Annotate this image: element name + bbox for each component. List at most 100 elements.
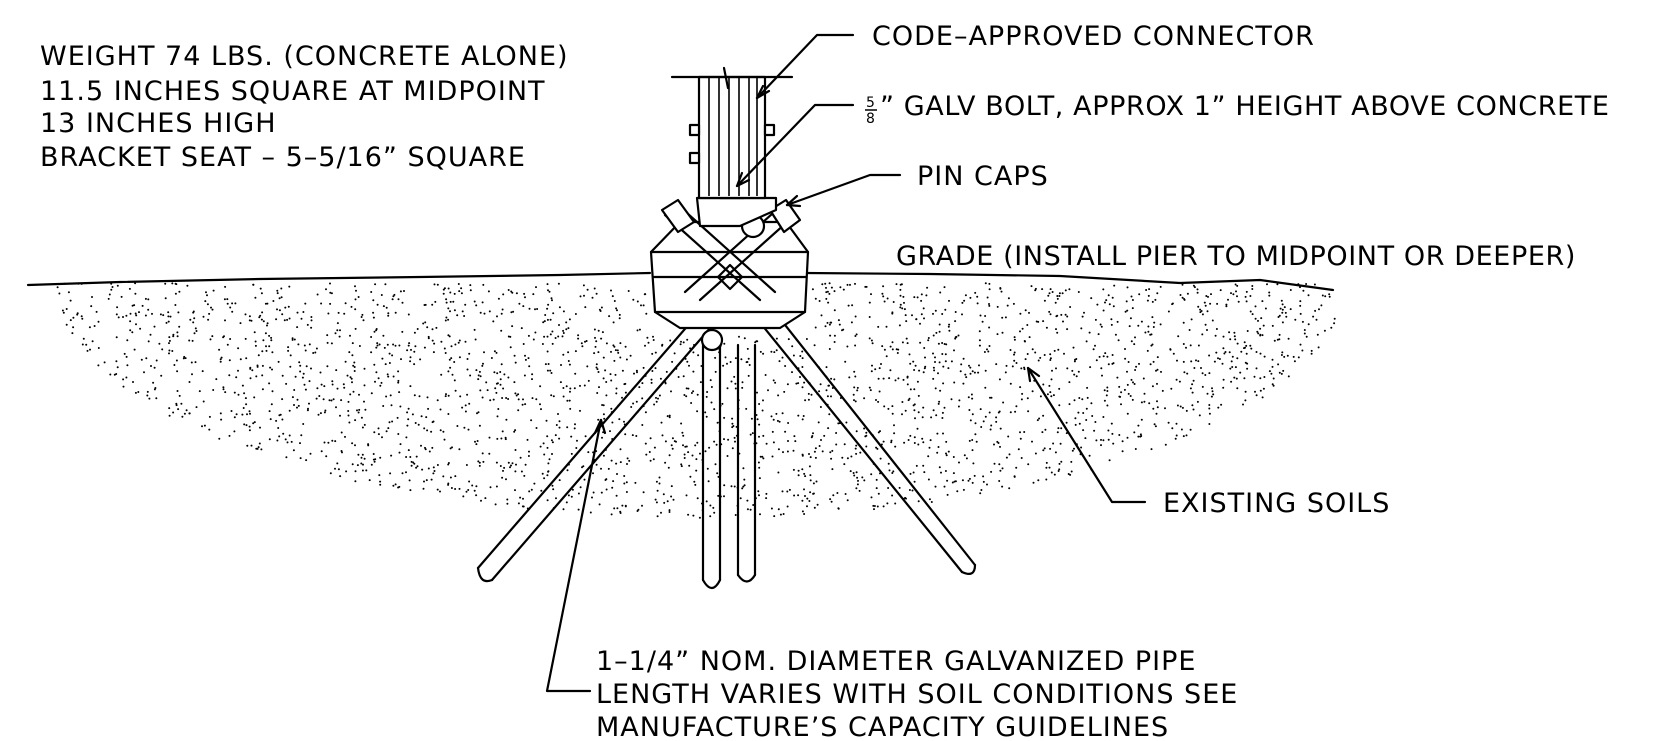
soil-dot <box>947 325 950 328</box>
soil-dot <box>1009 382 1012 385</box>
soil-dot <box>1234 338 1237 341</box>
soil-dot <box>97 364 100 367</box>
soil-dot <box>385 430 388 433</box>
soil-dot <box>623 383 626 386</box>
soil-dot <box>1303 332 1306 335</box>
soil-dot <box>1200 367 1202 369</box>
soil-dot <box>846 457 849 460</box>
soil-dot <box>731 447 734 450</box>
soil-dot <box>147 340 150 343</box>
soil-dot <box>937 446 940 448</box>
soil-dot <box>1006 304 1009 307</box>
soil-dot <box>224 391 227 394</box>
soil-dot <box>913 403 916 406</box>
soil-dot <box>1057 427 1060 430</box>
soil-dot <box>600 491 603 494</box>
soil-dot <box>1278 371 1281 374</box>
soil-dot <box>825 291 828 294</box>
soil-dot <box>897 348 900 351</box>
soil-dot <box>1124 357 1127 360</box>
soil-dot <box>943 343 946 345</box>
soil-dot <box>1045 461 1048 464</box>
soil-dot <box>579 384 581 387</box>
soil-dot <box>148 397 151 400</box>
soil-dot <box>248 425 251 428</box>
label-pin-caps: PIN CAPS <box>917 161 1049 192</box>
soil-dot <box>361 469 364 472</box>
soil-dot <box>289 365 292 368</box>
soil-dot <box>709 504 712 507</box>
soil-dot <box>908 397 911 400</box>
soil-dot <box>323 411 326 414</box>
soil-dot <box>1314 309 1317 312</box>
soil-dot <box>1063 352 1065 355</box>
soil-dot <box>824 282 827 285</box>
soil-dot <box>961 479 964 482</box>
soil-dot <box>1133 383 1136 385</box>
soil-dot <box>562 387 565 389</box>
soil-dot <box>473 300 476 303</box>
soil-dot <box>423 480 425 483</box>
soil-dot <box>923 347 926 349</box>
soil-dot <box>953 349 955 352</box>
soil-dot <box>856 483 859 486</box>
soil-dot <box>944 360 947 363</box>
soil-dot <box>907 439 910 441</box>
soil-dot <box>826 290 829 293</box>
soil-dot <box>1138 362 1140 365</box>
soil-dot <box>972 462 975 465</box>
soil-dot <box>870 496 873 499</box>
soil-dot <box>408 479 411 482</box>
soil-dot <box>252 422 255 425</box>
soil-dot <box>445 316 448 319</box>
soil-dot <box>1066 328 1069 331</box>
soil-dot <box>336 329 339 332</box>
soil-dot <box>1185 434 1188 437</box>
soil-dot <box>1324 295 1327 298</box>
soil-dot <box>1201 372 1204 375</box>
soil-dot <box>897 377 900 380</box>
soil-dot <box>352 390 355 393</box>
soil-dot <box>418 395 421 398</box>
soil-dot <box>205 291 207 294</box>
soil-dot <box>923 367 926 370</box>
soil-dot <box>1174 437 1177 440</box>
soil-dot <box>458 356 461 359</box>
soil-dot <box>401 330 404 333</box>
soil-dot <box>293 338 296 341</box>
soil-dot <box>593 352 596 355</box>
soil-dot <box>984 386 987 389</box>
soil-dot <box>167 315 170 318</box>
soil-dot <box>1152 407 1155 410</box>
soil-dot <box>174 304 177 306</box>
soil-dot <box>1044 428 1047 431</box>
soil-dot <box>609 373 612 376</box>
soil-dot <box>1176 359 1178 362</box>
soil-dot <box>625 481 628 484</box>
soil-dot <box>926 286 929 289</box>
soil-dot <box>558 324 560 326</box>
soil-dot <box>524 354 526 357</box>
soil-dot <box>364 408 367 411</box>
soil-dot <box>1310 349 1313 352</box>
soil-dot <box>913 480 916 483</box>
soil-dot <box>1116 320 1119 323</box>
soil-dot <box>1080 327 1083 330</box>
soil-dot <box>486 389 489 392</box>
soil-dot <box>1233 335 1236 338</box>
soil-dot <box>1293 360 1296 363</box>
soil-dot <box>1053 473 1056 476</box>
soil-dot <box>891 405 894 408</box>
soil-dot <box>902 295 905 298</box>
soil-dot <box>363 457 366 460</box>
soil-dot <box>462 495 465 498</box>
soil-dot <box>1102 309 1105 312</box>
soil-dot <box>870 370 873 373</box>
soil-dot <box>1201 313 1204 316</box>
soil-dot <box>683 453 686 456</box>
soil-dot <box>984 315 987 317</box>
soil-dot <box>682 444 684 447</box>
soil-dot <box>363 400 365 403</box>
soil-dot <box>587 451 590 454</box>
soil-dot <box>451 373 454 376</box>
